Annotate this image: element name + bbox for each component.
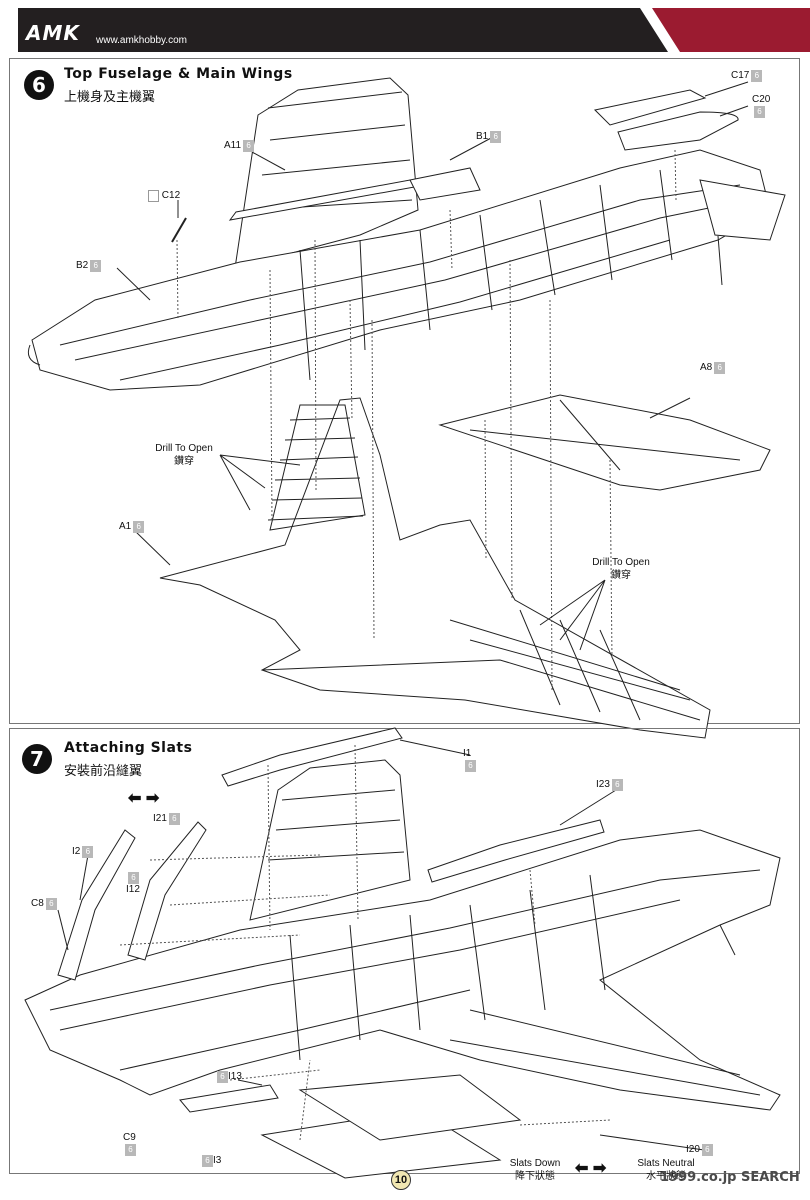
sheet-badge: 6 (611, 779, 623, 791)
website-url: www.amkhobby.com (96, 35, 187, 46)
amk-logo: AMK (26, 21, 80, 45)
sheet-badge: 6 (714, 362, 726, 374)
sheet-badge: 6 (45, 898, 57, 910)
step-7-title: Attaching Slats (64, 740, 193, 756)
drill-note-left: Drill To Open 鑽穿 (155, 443, 213, 467)
sheet-badge: 6 (128, 872, 139, 884)
sheet-badge: 6 (125, 1144, 136, 1156)
step-6-subtitle: 上機身及主機翼 (64, 90, 156, 105)
step-7-subtitle: 安裝前沿縫翼 (64, 764, 143, 779)
sheet-badge: 6 (243, 140, 255, 152)
slat-position-arrows-icon: ⬅ ➡ (575, 1160, 607, 1177)
drill-note-right: Drill To Open 鑽穿 (592, 557, 650, 581)
step-6-frame (9, 58, 800, 724)
sheet-badge: 6 (217, 1071, 228, 1083)
sheet-badge: 6 (701, 1144, 713, 1156)
sheet-badge: 6 (754, 106, 765, 118)
header-banner (18, 8, 810, 52)
watermark: 1999.co.jp SEARCH (660, 1170, 800, 1185)
sheet-badge: 6 (465, 760, 476, 772)
sheet-badge (148, 190, 159, 202)
page-header: AMK www.amkhobby.com (0, 0, 810, 56)
callout-c12: C12 (146, 190, 180, 202)
sheet-badge: 6 (751, 70, 763, 82)
sheet-badge: 6 (82, 846, 94, 858)
slats-neutral-note: Slats Neutral 水平狀態 (637, 1158, 695, 1182)
sheet-badge: 6 (90, 260, 102, 272)
sheet-badge: 6 (202, 1155, 213, 1167)
slats-down-note: Slats Down 降下狀態 (509, 1158, 561, 1182)
step-6-number: 6 (24, 70, 54, 100)
step-7-number: 7 (22, 744, 52, 774)
sheet-badge: 6 (168, 813, 180, 825)
step-6-title: Top Fuselage & Main Wings (64, 66, 293, 82)
sheet-badge: 6 (133, 521, 145, 533)
slat-move-arrows-icon: ⬅ ➡ (128, 790, 160, 807)
sheet-badge: 6 (490, 131, 502, 143)
page-number: 10 (391, 1170, 411, 1190)
